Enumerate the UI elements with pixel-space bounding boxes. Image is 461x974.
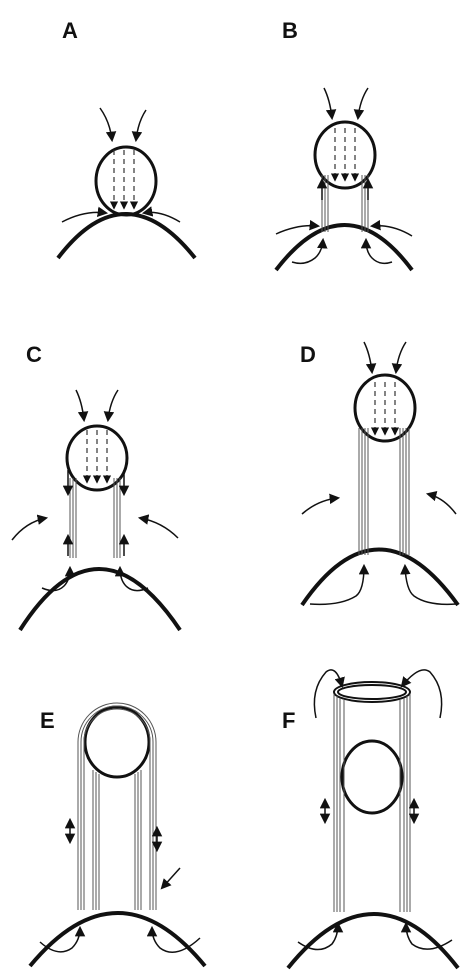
side-arrow-left xyxy=(302,498,338,514)
side-arrow-right xyxy=(428,494,456,514)
surface-arc xyxy=(58,214,195,258)
panel-f: F xyxy=(282,670,458,968)
panel-c: C xyxy=(12,342,180,630)
surface-arc xyxy=(30,913,205,966)
surface-arc xyxy=(302,550,458,606)
panel-label-e: E xyxy=(40,708,55,733)
footpoint-arrow xyxy=(152,928,200,952)
arched-flux-tube xyxy=(78,703,156,910)
surface-arc xyxy=(20,569,180,630)
side-arrow-right xyxy=(140,518,178,538)
inflow-arrow xyxy=(136,110,146,140)
panel-label-c: C xyxy=(26,342,42,367)
surface-arc xyxy=(288,914,458,968)
ring-loop xyxy=(96,147,156,215)
flux-tube-right xyxy=(114,478,120,558)
panel-label-d: D xyxy=(300,342,316,367)
inflow-arrow xyxy=(100,108,112,140)
panel-label-b: B xyxy=(282,18,298,43)
inflow-arrow xyxy=(396,342,406,372)
flux-tube-left xyxy=(70,478,76,558)
side-arrow-left xyxy=(12,518,46,540)
inflow-arrow xyxy=(162,868,180,888)
side-arrow-left xyxy=(276,226,318,234)
panel-label-f: F xyxy=(282,708,295,733)
ring-loop xyxy=(342,741,402,813)
panel-d: D xyxy=(300,342,458,605)
detached-ring xyxy=(334,682,410,702)
panel-e: E xyxy=(30,703,205,966)
inflow-arrow xyxy=(402,670,442,718)
panel-label-a: A xyxy=(62,18,78,43)
panel-a: A xyxy=(58,18,195,258)
flux-tube-right xyxy=(400,428,409,555)
flux-tube-left xyxy=(322,175,328,232)
inflow-arrow xyxy=(108,390,118,420)
inflow-arrow xyxy=(76,390,84,420)
flux-tube-right xyxy=(362,175,368,232)
inflow-arrow xyxy=(364,342,372,372)
panel-b: B xyxy=(276,18,412,270)
footpoint-arrow xyxy=(292,240,323,263)
inflow-arrow xyxy=(324,88,332,118)
inflow-arrow xyxy=(358,88,368,118)
open-flux-tube xyxy=(334,694,410,912)
flux-tube-left xyxy=(359,428,368,555)
